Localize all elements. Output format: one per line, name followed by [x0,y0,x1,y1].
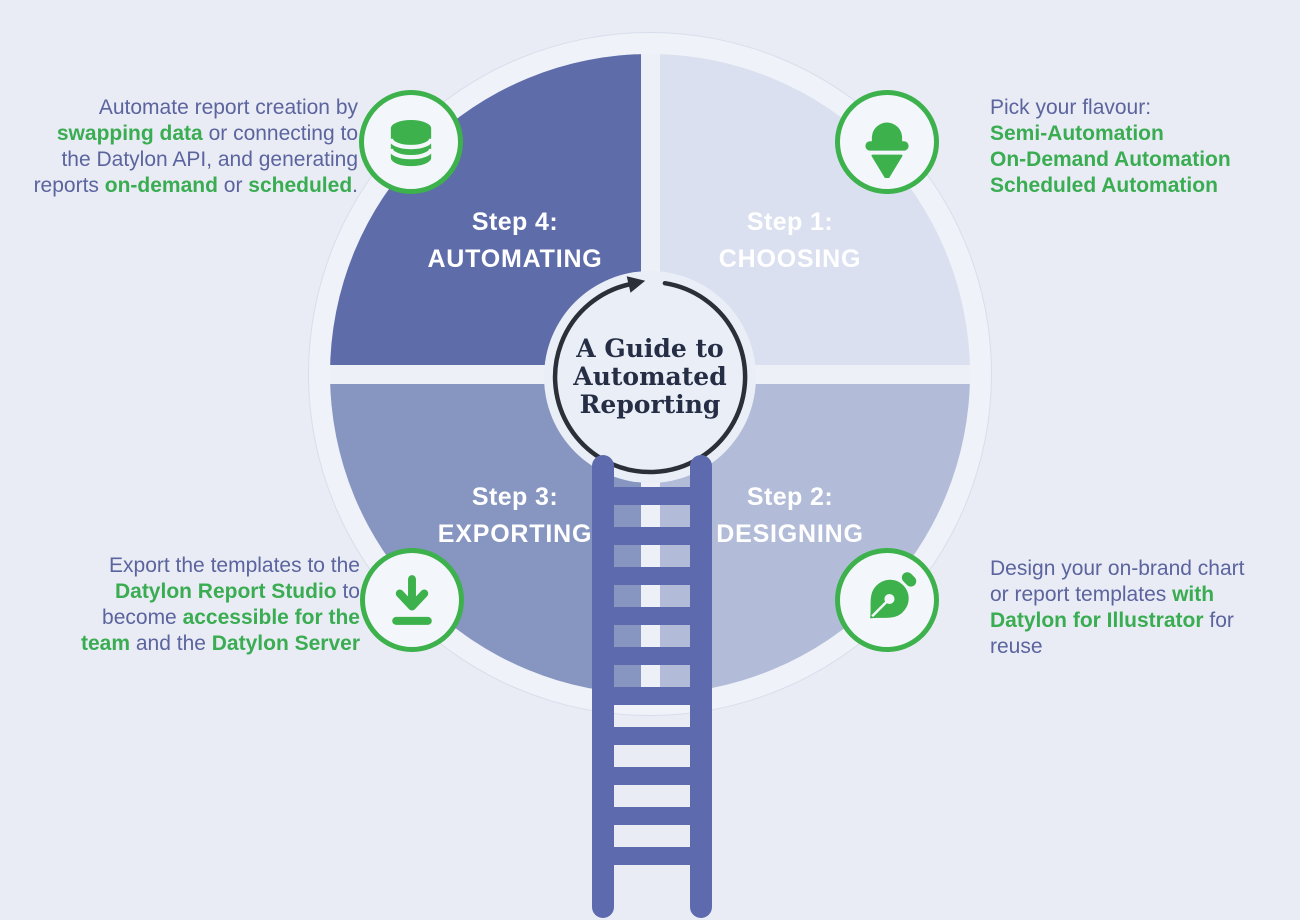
note-highlight: with [1172,583,1215,606]
note-text: Design your on-brand chart [990,557,1245,580]
note-text: reuse [990,635,1043,658]
note-text: Pick your flavour: [990,96,1152,119]
note-line: team and the Datylon Server [30,631,360,657]
note-line: Export the templates to the [30,553,360,579]
note-exporting: Export the templates to the Datylon Repo… [30,553,360,657]
step-number: Step 4: [471,208,559,236]
note-highlight: Datylon for Illustrator [990,609,1204,632]
note-line: reuse [990,634,1290,660]
note-text: or report templates [990,583,1173,606]
note-highlight: swapping data [56,122,203,145]
step-number: Step 2: [746,483,834,511]
note-text: become [102,606,183,629]
step-label-exporting: Step 3: EXPORTING [355,483,675,549]
cycle-arrow-icon [552,276,748,475]
note-text: . [352,174,358,197]
note-line: Pick your flavour: [990,95,1300,121]
step-label-automating: Step 4: AUTOMATING [355,208,675,274]
note-line: On-Demand Automation [990,147,1300,173]
note-text: Export the templates to the [109,554,360,577]
note-line: reports on-demand or scheduled. [0,173,358,199]
automating-badge [359,90,463,194]
note-highlight: accessible for the [182,606,360,629]
note-line: Semi-Automation [990,121,1300,147]
note-highlight: Datylon Report Studio [114,580,337,603]
note-highlight: Datylon Server [211,632,360,655]
ice-cream-cone-icon [865,122,909,178]
infographic-title: A Guide to Automated Reporting [550,335,750,419]
choosing-badge [835,90,939,194]
note-line: Automate report creation by [0,95,358,121]
ladder-rung [600,567,704,585]
note-highlight: Semi-Automation [990,122,1164,145]
note-line: swapping data or connecting to [0,121,358,147]
database-icon [388,120,434,167]
note-line: Datylon for Illustrator for [990,608,1290,634]
note-text: Automate report creation by [98,96,358,119]
ladder-rung [600,767,704,785]
ladder-rung [600,607,704,625]
note-text: or [217,174,249,197]
ladder-rung [600,807,704,825]
ladder-rung [600,487,704,505]
note-text: for [1203,609,1234,632]
note-text: to [336,580,360,603]
note-text: the Datylon API, and generating [61,148,358,171]
note-highlight: On-Demand Automation [990,148,1231,171]
step-name: CHOOSING [718,245,862,273]
ladder-rung [600,647,704,665]
note-text: or connecting to [202,122,358,145]
title-line: Automated [573,362,727,391]
note-line: become accessible for the [30,605,360,631]
note-choosing: Pick your flavour: Semi-Automation On-De… [990,95,1300,199]
pen-nib-icon [870,572,917,619]
ladder-rung [600,847,704,865]
note-highlight: team [81,632,131,655]
step-name: AUTOMATING [427,245,603,273]
note-line: the Datylon API, and generating [0,147,358,173]
ladder-rung [600,527,704,545]
note-line: or report templates with [990,582,1290,608]
step-name: DESIGNING [716,520,864,548]
note-line: Datylon Report Studio to [30,579,360,605]
note-text: reports [33,174,105,197]
center-circle [544,271,756,483]
step-number: Step 1: [746,208,834,236]
step-number: Step 3: [471,483,559,511]
note-designing: Design your on-brand chart or report tem… [990,556,1290,660]
note-line: Design your on-brand chart [990,556,1290,582]
exporting-badge [360,548,464,652]
designing-badge [835,548,939,652]
ladder-rung [600,727,704,745]
note-text: and the [130,632,212,655]
download-icon [392,575,432,625]
title-line: A Guide to [576,334,724,363]
note-highlight: Scheduled Automation [990,174,1218,197]
step-label-designing: Step 2: DESIGNING [630,483,950,549]
ladder-rung [600,687,704,705]
note-automating: Automate report creation by swapping dat… [0,95,358,199]
title-line: Reporting [579,390,721,419]
note-highlight: scheduled [248,174,353,197]
note-line: Scheduled Automation [990,173,1300,199]
step-label-choosing: Step 1: CHOOSING [630,208,950,274]
step-name: EXPORTING [437,520,593,548]
note-highlight: on-demand [104,174,218,197]
